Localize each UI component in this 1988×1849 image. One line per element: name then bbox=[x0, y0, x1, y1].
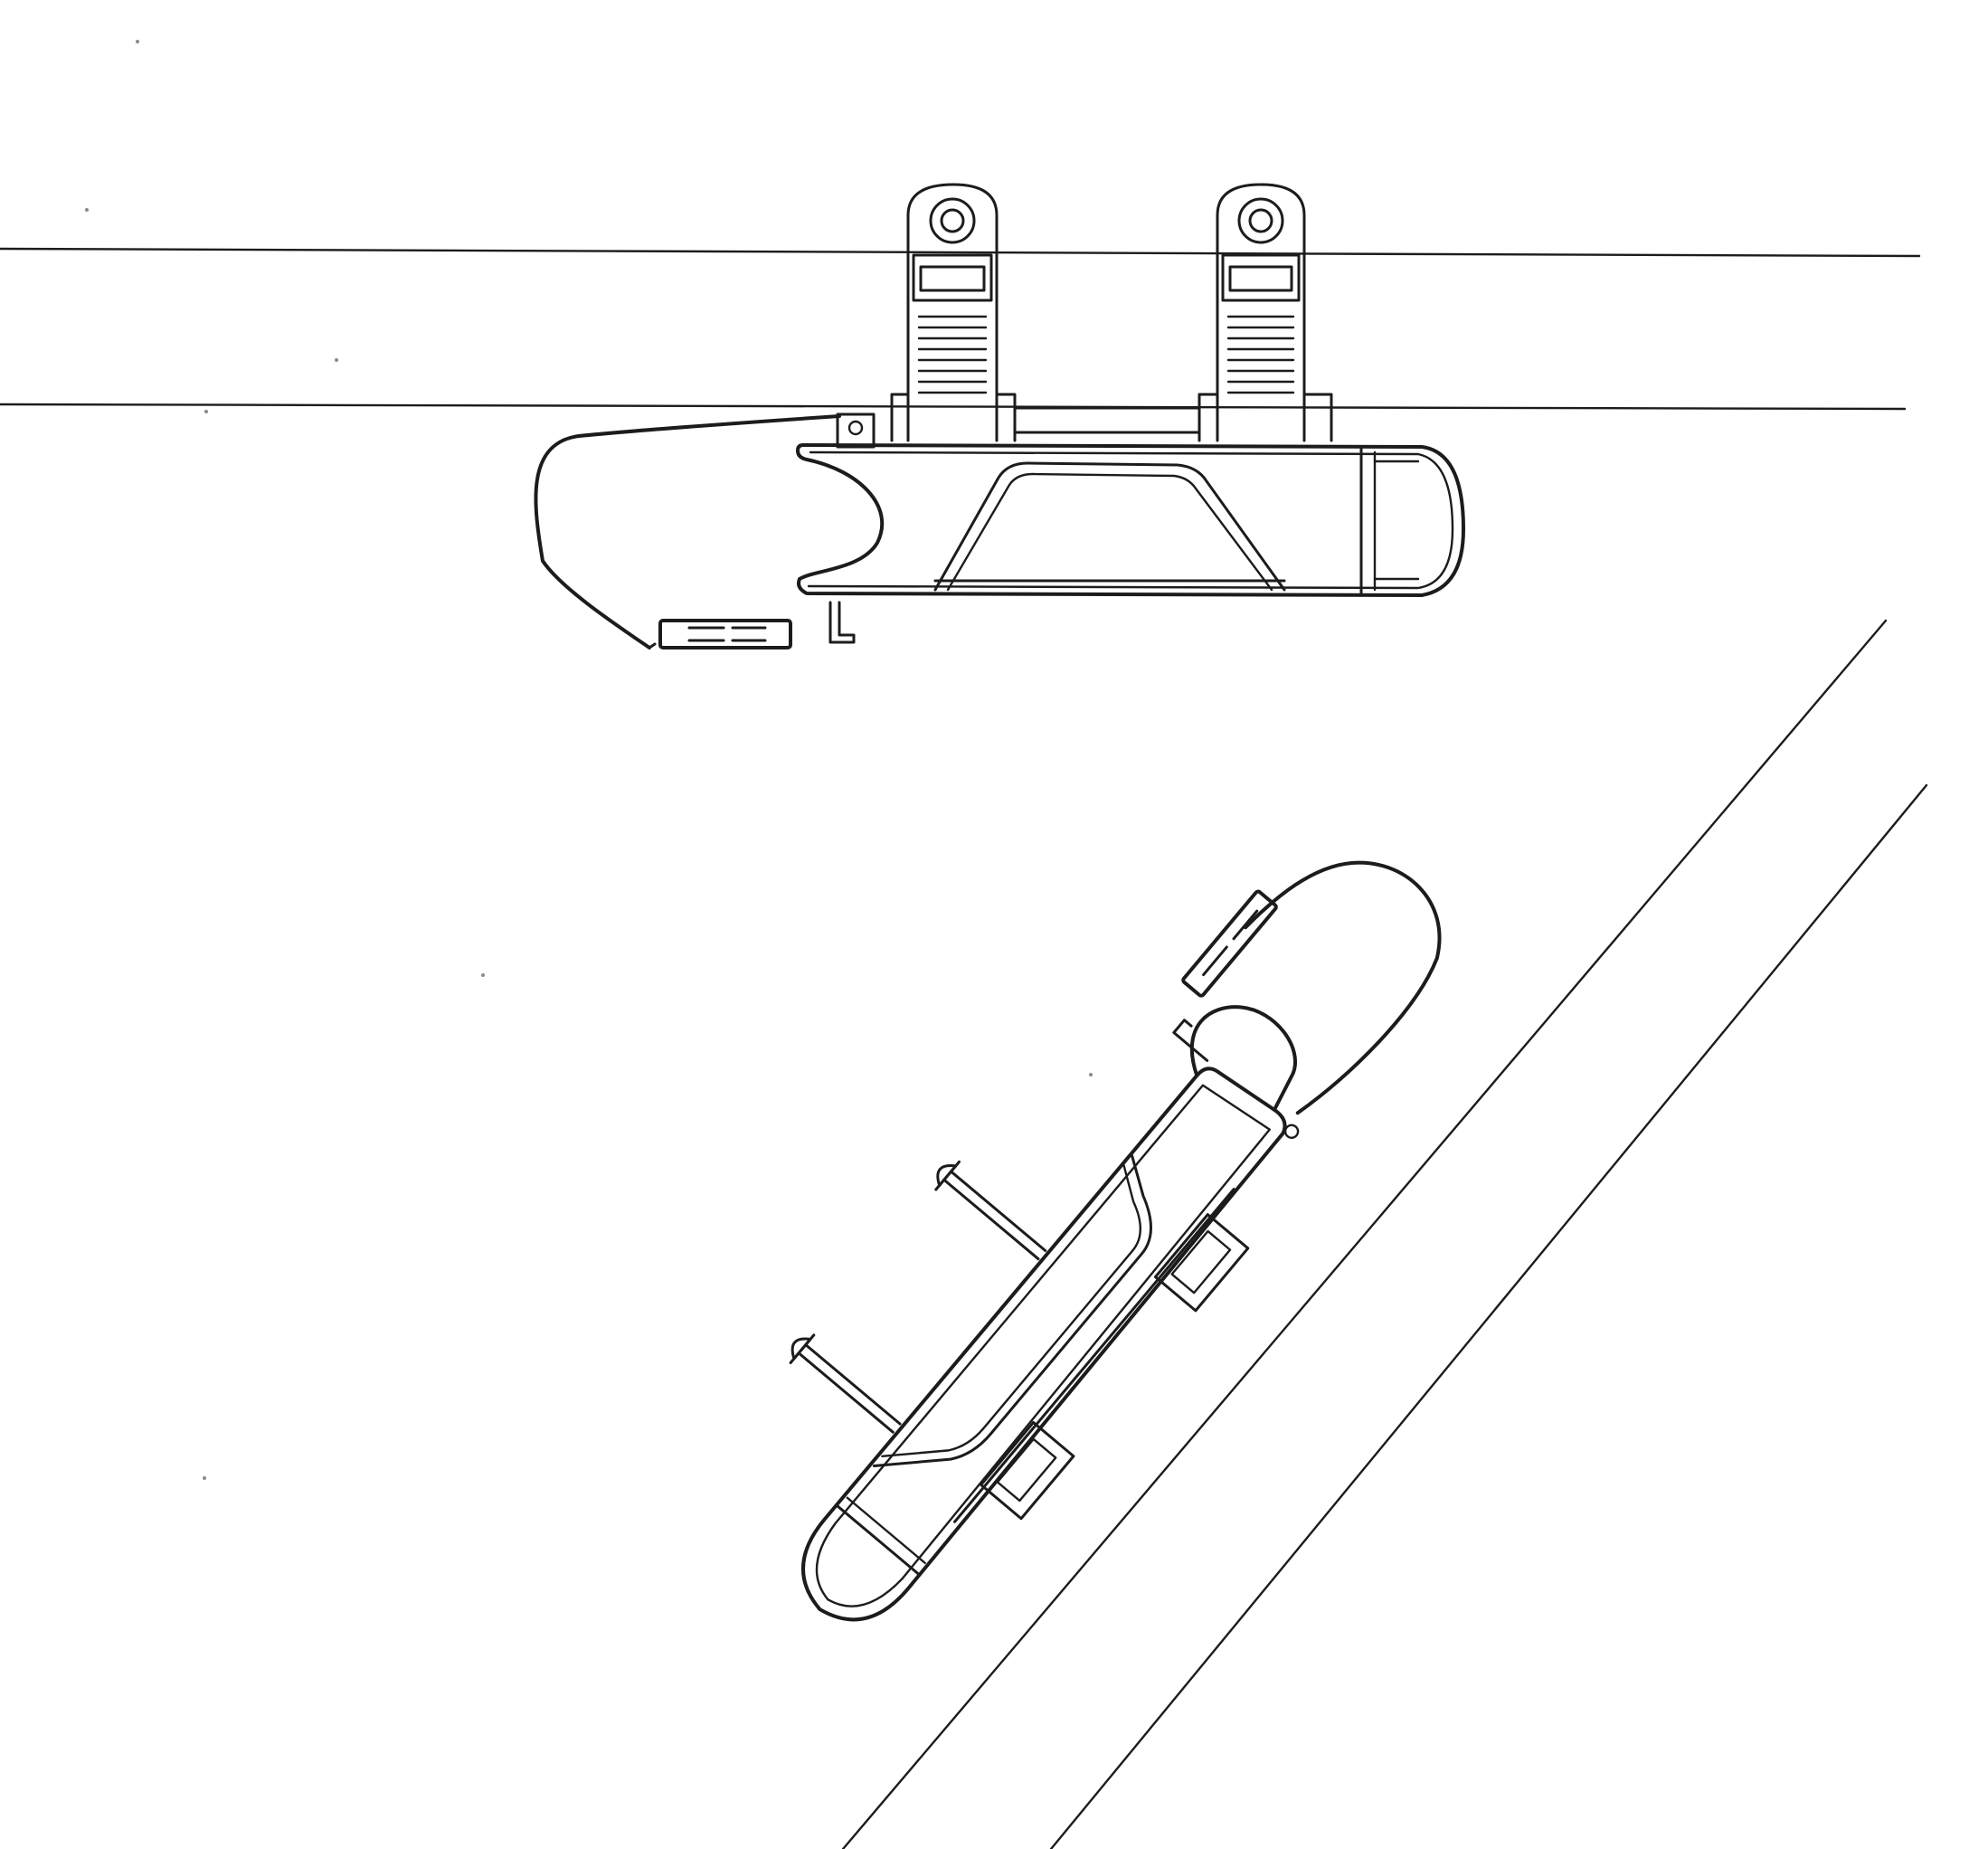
bottom-view bbox=[789, 619, 1928, 1849]
strap-block-lower bbox=[980, 1420, 1075, 1521]
lid-loop-inclined bbox=[1181, 860, 1442, 1115]
top-view bbox=[0, 183, 1921, 650]
horizontal-rails bbox=[0, 247, 1921, 411]
strap-right-ribs bbox=[1226, 315, 1295, 394]
scan-specks bbox=[85, 40, 1093, 1480]
carrier-inclined bbox=[789, 860, 1442, 1622]
strap-block-upper bbox=[1153, 1213, 1250, 1313]
lid-loop-top bbox=[534, 414, 841, 650]
strap-left bbox=[890, 183, 1017, 442]
retaining-pin-lower bbox=[789, 1333, 902, 1434]
strap-left-ribs bbox=[917, 315, 988, 394]
strap-right bbox=[1198, 183, 1333, 442]
strap-crossbar bbox=[1013, 406, 1201, 434]
carrier-basket-top bbox=[796, 412, 1465, 644]
retaining-pin-upper bbox=[934, 1160, 1047, 1261]
carrier-basket-inclined bbox=[800, 1067, 1287, 1622]
pivot-end-inclined bbox=[1172, 1005, 1300, 1139]
inclined-rails bbox=[841, 619, 1928, 1849]
